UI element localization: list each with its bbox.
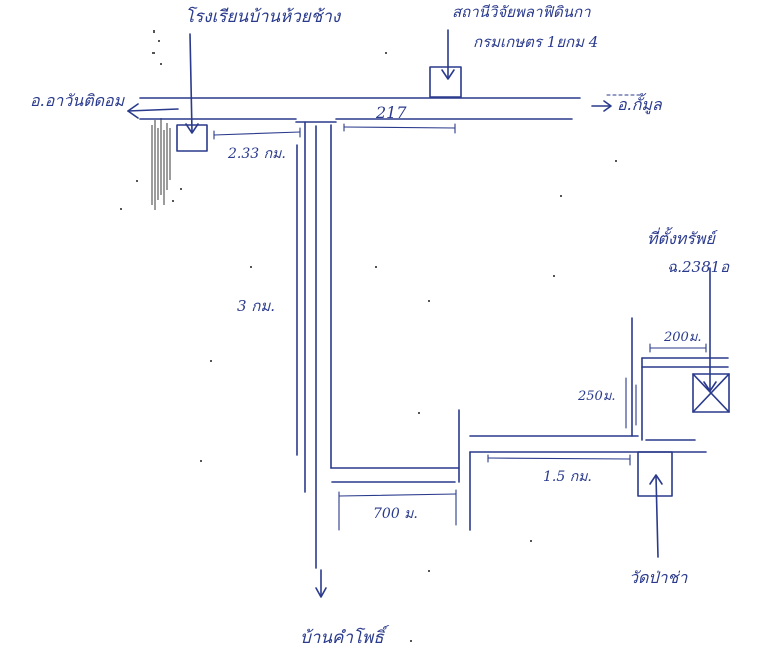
road-217 bbox=[127, 94, 641, 120]
scan-scribble bbox=[151, 118, 171, 210]
road-east-1-5 bbox=[469, 435, 707, 466]
east-road-distance-label: 1.5 กม. bbox=[543, 469, 592, 485]
main-road-distance-label: 3 กม. bbox=[237, 297, 275, 315]
property-code-label: ฉ.2381อ bbox=[667, 258, 730, 276]
school-marker bbox=[176, 33, 208, 152]
dist-bar-school bbox=[213, 127, 301, 140]
property-marker bbox=[692, 267, 730, 413]
east-destination-label: อ.กั้มูล bbox=[617, 93, 663, 115]
property-title-label: ที่ตั้งทรัพย์ bbox=[647, 227, 718, 248]
south-destination-label: บ้านคำโพธิ์ bbox=[300, 625, 390, 648]
research-station-label-top: สถานีวิจัยพลาฟิดินกา bbox=[452, 3, 591, 21]
property-width-label: 200ม. bbox=[663, 330, 702, 345]
road-north-south bbox=[295, 121, 337, 598]
west-destination-label: อ.อาวันติดอม bbox=[30, 91, 126, 110]
school-label: โรงเรียนบ้านห้วยช้าง bbox=[185, 6, 342, 27]
road-number-label: 217 bbox=[375, 103, 407, 122]
dist-bar-200 bbox=[649, 343, 707, 353]
branch-distance-label: 700 ม. bbox=[373, 506, 418, 522]
temple-marker bbox=[637, 451, 673, 558]
road-branch-700 bbox=[330, 409, 471, 531]
scan-noise bbox=[120, 30, 617, 642]
spur-distance-label: 250ม. bbox=[577, 389, 616, 404]
school-distance-label: 2.33 กม. bbox=[227, 146, 286, 162]
road-spur-250 bbox=[625, 317, 729, 441]
research-station-marker bbox=[429, 29, 462, 98]
temple-label: วัดป่าช่า bbox=[629, 568, 688, 587]
research-station-label-bottom: กรมเกษตร 1ยกม 4 bbox=[473, 33, 598, 51]
dist-bar-217 bbox=[343, 123, 456, 134]
